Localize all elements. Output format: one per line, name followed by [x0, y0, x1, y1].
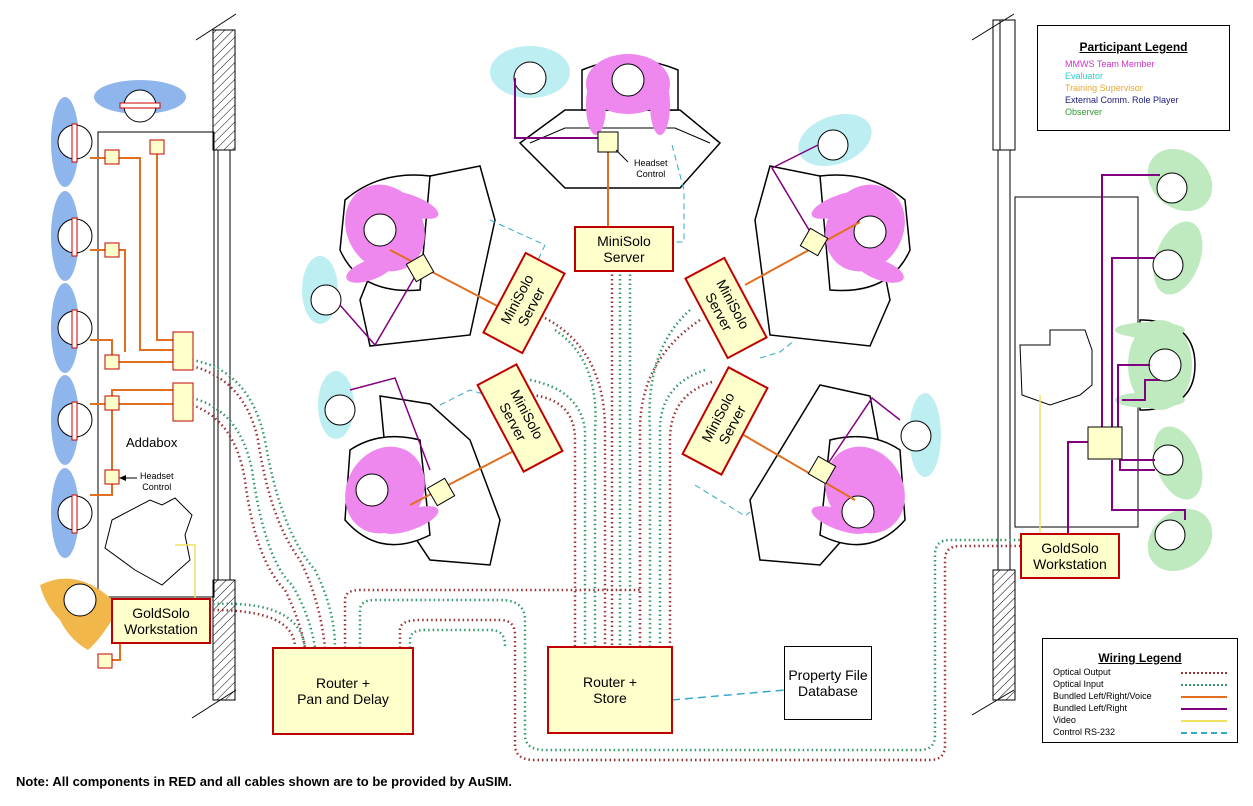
top-workstation [490, 46, 722, 243]
left-equipment-outline [104, 497, 193, 586]
left-wall [212, 29, 236, 151]
wire-video-label: Video [1053, 715, 1076, 725]
minisolo-server-top: MiniSolo Server [574, 226, 674, 272]
wire-control-rs232: Control RS-232 [1053, 726, 1237, 738]
wire-control-rs232-sample [1181, 732, 1227, 734]
router-pan-delay: Router + Pan and Delay [272, 647, 414, 735]
upper-left-workstation [302, 165, 546, 347]
left-seats [40, 80, 186, 650]
wire-control-rs232-label: Control RS-232 [1053, 727, 1116, 737]
wire-bundled-lr-label: Bundled Left/Right [1053, 703, 1128, 713]
participant-legend: Participant Legend MMWS Team Member Eval… [1037, 25, 1230, 131]
rs232-cable [671, 689, 786, 701]
router-store: Router + Store [547, 646, 673, 734]
lower-right-workstation [694, 384, 941, 566]
wire-optical-input-label: Optical Input [1053, 679, 1104, 689]
legend-training-supervisor: Training Supervisor [1065, 83, 1143, 93]
left-wiring [90, 148, 337, 661]
wire-optical-output-label: Optical Output [1053, 667, 1111, 677]
legend-observer: Observer [1065, 107, 1103, 117]
headset-control-label-top: Headset Control [634, 158, 668, 179]
wiring-legend-title: Wiring Legend [1098, 651, 1182, 665]
left-junction-boxes [97, 139, 194, 669]
left-wall-lower [212, 579, 236, 701]
legend-team-member: MMWS Team Member [1065, 59, 1155, 69]
upper-right-workstation [744, 113, 911, 359]
wire-bundled-lrv-sample [1181, 696, 1227, 698]
wire-optical-input: Optical Input [1053, 678, 1237, 690]
property-file-database: Property File Database [784, 646, 872, 720]
left-console [97, 131, 215, 598]
headset-control-label-left: Headset Control [140, 471, 174, 492]
left-room [97, 13, 237, 719]
footer-note: Note: All components in RED and all cabl… [16, 774, 512, 789]
center-optical-cables [343, 270, 1020, 762]
wire-bundled-lr: Bundled Left/Right [1053, 702, 1237, 714]
wire-bundled-lr-sample [1181, 708, 1227, 710]
legend-evaluator: Evaluator [1065, 71, 1104, 81]
wire-video-sample [1181, 720, 1227, 722]
right-room [971, 13, 1213, 716]
goldsolo-workstation-right: GoldSolo Workstation [1020, 533, 1120, 579]
addabox-label: Addabox [126, 435, 178, 450]
wire-optical-output: Optical Output [1053, 666, 1237, 678]
wire-optical-input-sample [1181, 684, 1227, 686]
wire-bundled-lrv: Bundled Left/Right/Voice [1053, 690, 1237, 702]
participant-legend-title: Participant Legend [1079, 40, 1188, 54]
wire-video: Video [1053, 714, 1237, 726]
wire-bundled-lrv-label: Bundled Left/Right/Voice [1053, 691, 1152, 701]
legend-role-player: External Comm. Role Player [1065, 95, 1179, 105]
goldsolo-workstation-left: GoldSolo Workstation [111, 598, 211, 644]
wiring-legend: Wiring Legend Optical Output Optical Inp… [1042, 638, 1238, 743]
lower-left-workstation [318, 371, 526, 566]
wire-optical-output-sample [1181, 672, 1227, 674]
